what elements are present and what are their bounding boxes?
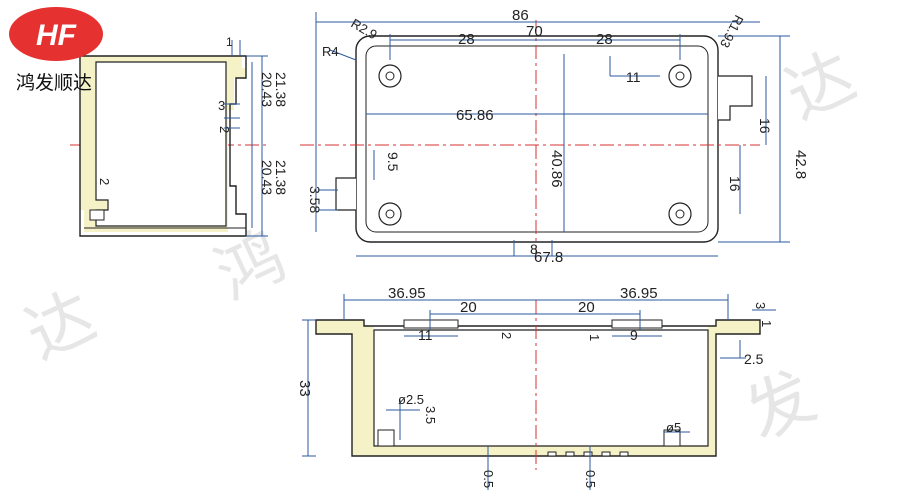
boss-left xyxy=(377,429,395,447)
dim-wall: 2 xyxy=(97,178,112,185)
top-view: 86 70 28 28 11 65.86 40.86 42.8 16 16 9.… xyxy=(300,7,809,266)
dim-slot-left: 11 xyxy=(418,327,433,343)
dim-tab-lower: 16 xyxy=(727,176,743,192)
dim-height: 33 xyxy=(296,380,313,397)
watermark-char: 发 xyxy=(734,357,826,455)
logo-mark: HF xyxy=(36,19,77,52)
dim-inner-height: 40.86 xyxy=(548,150,565,188)
floor-ribs xyxy=(547,451,629,457)
dim-hole-span: 70 xyxy=(526,23,543,40)
section-outline xyxy=(315,319,761,457)
dim-left-tab: 3.58 xyxy=(307,186,323,213)
dim-tab-upper: 16 xyxy=(757,118,773,134)
dim-flange-3: 3 xyxy=(753,302,768,309)
top-inner-wall xyxy=(365,45,709,233)
dim-gap-mid: 2 xyxy=(499,332,514,339)
dim-hole-big: ø5 xyxy=(666,420,681,435)
dim-step: 2 xyxy=(217,126,232,133)
company-name: 鸿发顺达 xyxy=(16,72,93,94)
dim-floor-left: 0.5 xyxy=(481,470,496,488)
dim-span-right: 20 xyxy=(578,299,595,316)
company-logo: HF 鸿发顺达 xyxy=(6,4,106,96)
dim-slot-right: 9 xyxy=(630,327,638,343)
base-notch xyxy=(89,209,105,221)
logo-ellipse xyxy=(9,7,103,61)
dim-inner-span: 65.86 xyxy=(456,107,494,124)
top-slot-right xyxy=(611,319,663,329)
dim-right-half: 36.95 xyxy=(620,285,658,302)
right-tab xyxy=(718,75,753,121)
dim-slot: 3 xyxy=(218,98,225,113)
dim-tab-width: 11 xyxy=(626,69,641,85)
dim-flange-2-5: 2.5 xyxy=(744,351,764,367)
top-outer-body xyxy=(355,35,719,243)
dim-inner-lower: 20.43 xyxy=(259,160,275,195)
dim-base-length: 67.8 xyxy=(534,249,563,266)
dim-rib: 9.5 xyxy=(385,152,401,172)
dim-lip-top: 1 xyxy=(226,35,233,49)
dim-flange-1: 1 xyxy=(759,320,774,327)
watermark-char: 达 xyxy=(774,37,866,135)
inner-cavity xyxy=(95,61,227,227)
section-cavity xyxy=(373,329,709,447)
dim-height-upper: 21.38 xyxy=(273,72,289,107)
dim-floor-right: 0.5 xyxy=(583,470,598,488)
dim-gap-one: 1 xyxy=(587,334,602,341)
dim-height-lower: 21.38 xyxy=(273,160,289,195)
dim-radius-right: R1.93 xyxy=(717,13,747,51)
dim-half-left: 28 xyxy=(458,31,475,48)
dim-boss: 3.5 xyxy=(423,406,438,424)
front-view: 36.95 36.95 20 20 11 9 2 1 3 1 2.5 33 ø2… xyxy=(296,285,776,490)
front-dim-lines xyxy=(302,294,776,490)
dim-overall-width: 42.8 xyxy=(792,150,809,179)
left-tab xyxy=(335,177,356,211)
dim-inner-upper: 20.43 xyxy=(259,72,275,107)
watermark-char: 达 xyxy=(14,277,106,375)
side-view: 1 21.38 20.43 21.38 20.43 3 2 2 xyxy=(70,35,289,237)
dim-hole-small: ø2.5 xyxy=(398,392,424,407)
dim-half-right: 28 xyxy=(596,31,613,48)
dim-center-gap: 8 xyxy=(530,241,538,257)
top-dim-lines xyxy=(315,12,790,257)
top-slot-left xyxy=(403,319,459,329)
dim-span-left: 20 xyxy=(460,299,477,316)
dim-radius-left: R4 xyxy=(322,44,339,59)
mounting-holes xyxy=(378,64,692,226)
logo-badge: HF xyxy=(9,7,103,61)
dim-left-half: 36.95 xyxy=(388,285,426,302)
dim-overall-length: 86 xyxy=(512,7,529,24)
side-dim-lines xyxy=(224,40,268,237)
boss-right xyxy=(663,429,681,447)
